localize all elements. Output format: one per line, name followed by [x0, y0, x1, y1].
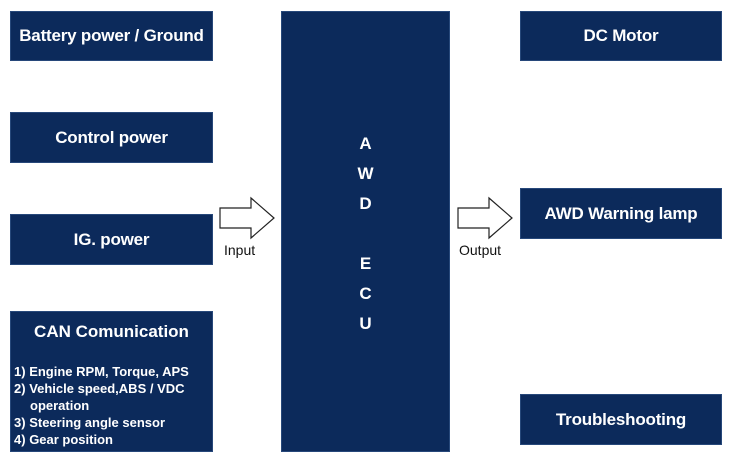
ig-power-label: IG. power [73, 229, 150, 249]
can-signal-list: 1) Engine RPM, Torque, APS 2) Vehicle sp… [14, 363, 210, 448]
battery-power-ground-label: Battery power / Ground [19, 26, 204, 45]
can-signal-item: 1) Engine RPM, Torque, APS [14, 363, 210, 380]
dc-motor-label: DC Motor [583, 26, 659, 45]
ecu-letter: E [359, 254, 372, 273]
can-signal-text: Engine RPM, Torque, APS [29, 364, 189, 379]
can-signal-item: 4) Gear position [14, 431, 210, 448]
can-signal-number: 3) [14, 415, 26, 430]
awd-warning-lamp-label: AWD Warning lamp [544, 203, 698, 223]
input-label: Input [224, 242, 256, 258]
can-signal-text-continued: operation [30, 398, 90, 413]
can-signal-item: 2) Vehicle speed,ABS / VDC operation [14, 380, 210, 414]
ecu-letter: C [359, 284, 372, 303]
input-arrow-icon [219, 196, 275, 240]
can-communication-title: CAN Comunication [34, 322, 189, 341]
can-signal-number: 1) [14, 364, 26, 379]
control-power-box: Control power [10, 112, 213, 163]
ecu-letter: U [359, 314, 372, 333]
troubleshooting-label: Troubleshooting [555, 409, 687, 429]
can-signal-item: 3) Steering angle sensor [14, 414, 210, 431]
can-signal-text: Vehicle speed,ABS / VDC [29, 381, 185, 396]
can-communication-box: CAN Comunication 1) Engine RPM, Torque, … [10, 311, 213, 452]
output-arrow-icon [457, 196, 513, 240]
can-signal-text: Steering angle sensor [29, 415, 166, 430]
ecu-letter: W [357, 164, 374, 183]
can-signal-text: Gear position [29, 432, 113, 447]
battery-power-ground-box: Battery power / Ground [10, 11, 213, 61]
troubleshooting-box: Troubleshooting [520, 394, 722, 445]
ecu-letter: A [359, 134, 372, 153]
can-signal-number: 4) [14, 432, 26, 447]
dc-motor-box: DC Motor [520, 11, 722, 61]
awd-ecu-box: A W D E C U [281, 11, 450, 452]
ecu-letter: D [359, 194, 372, 213]
awd-warning-lamp-box: AWD Warning lamp [520, 188, 722, 239]
output-label: Output [459, 242, 502, 258]
control-power-label: Control power [55, 127, 168, 147]
can-signal-number: 2) [14, 381, 26, 396]
ig-power-box: IG. power [10, 214, 213, 265]
